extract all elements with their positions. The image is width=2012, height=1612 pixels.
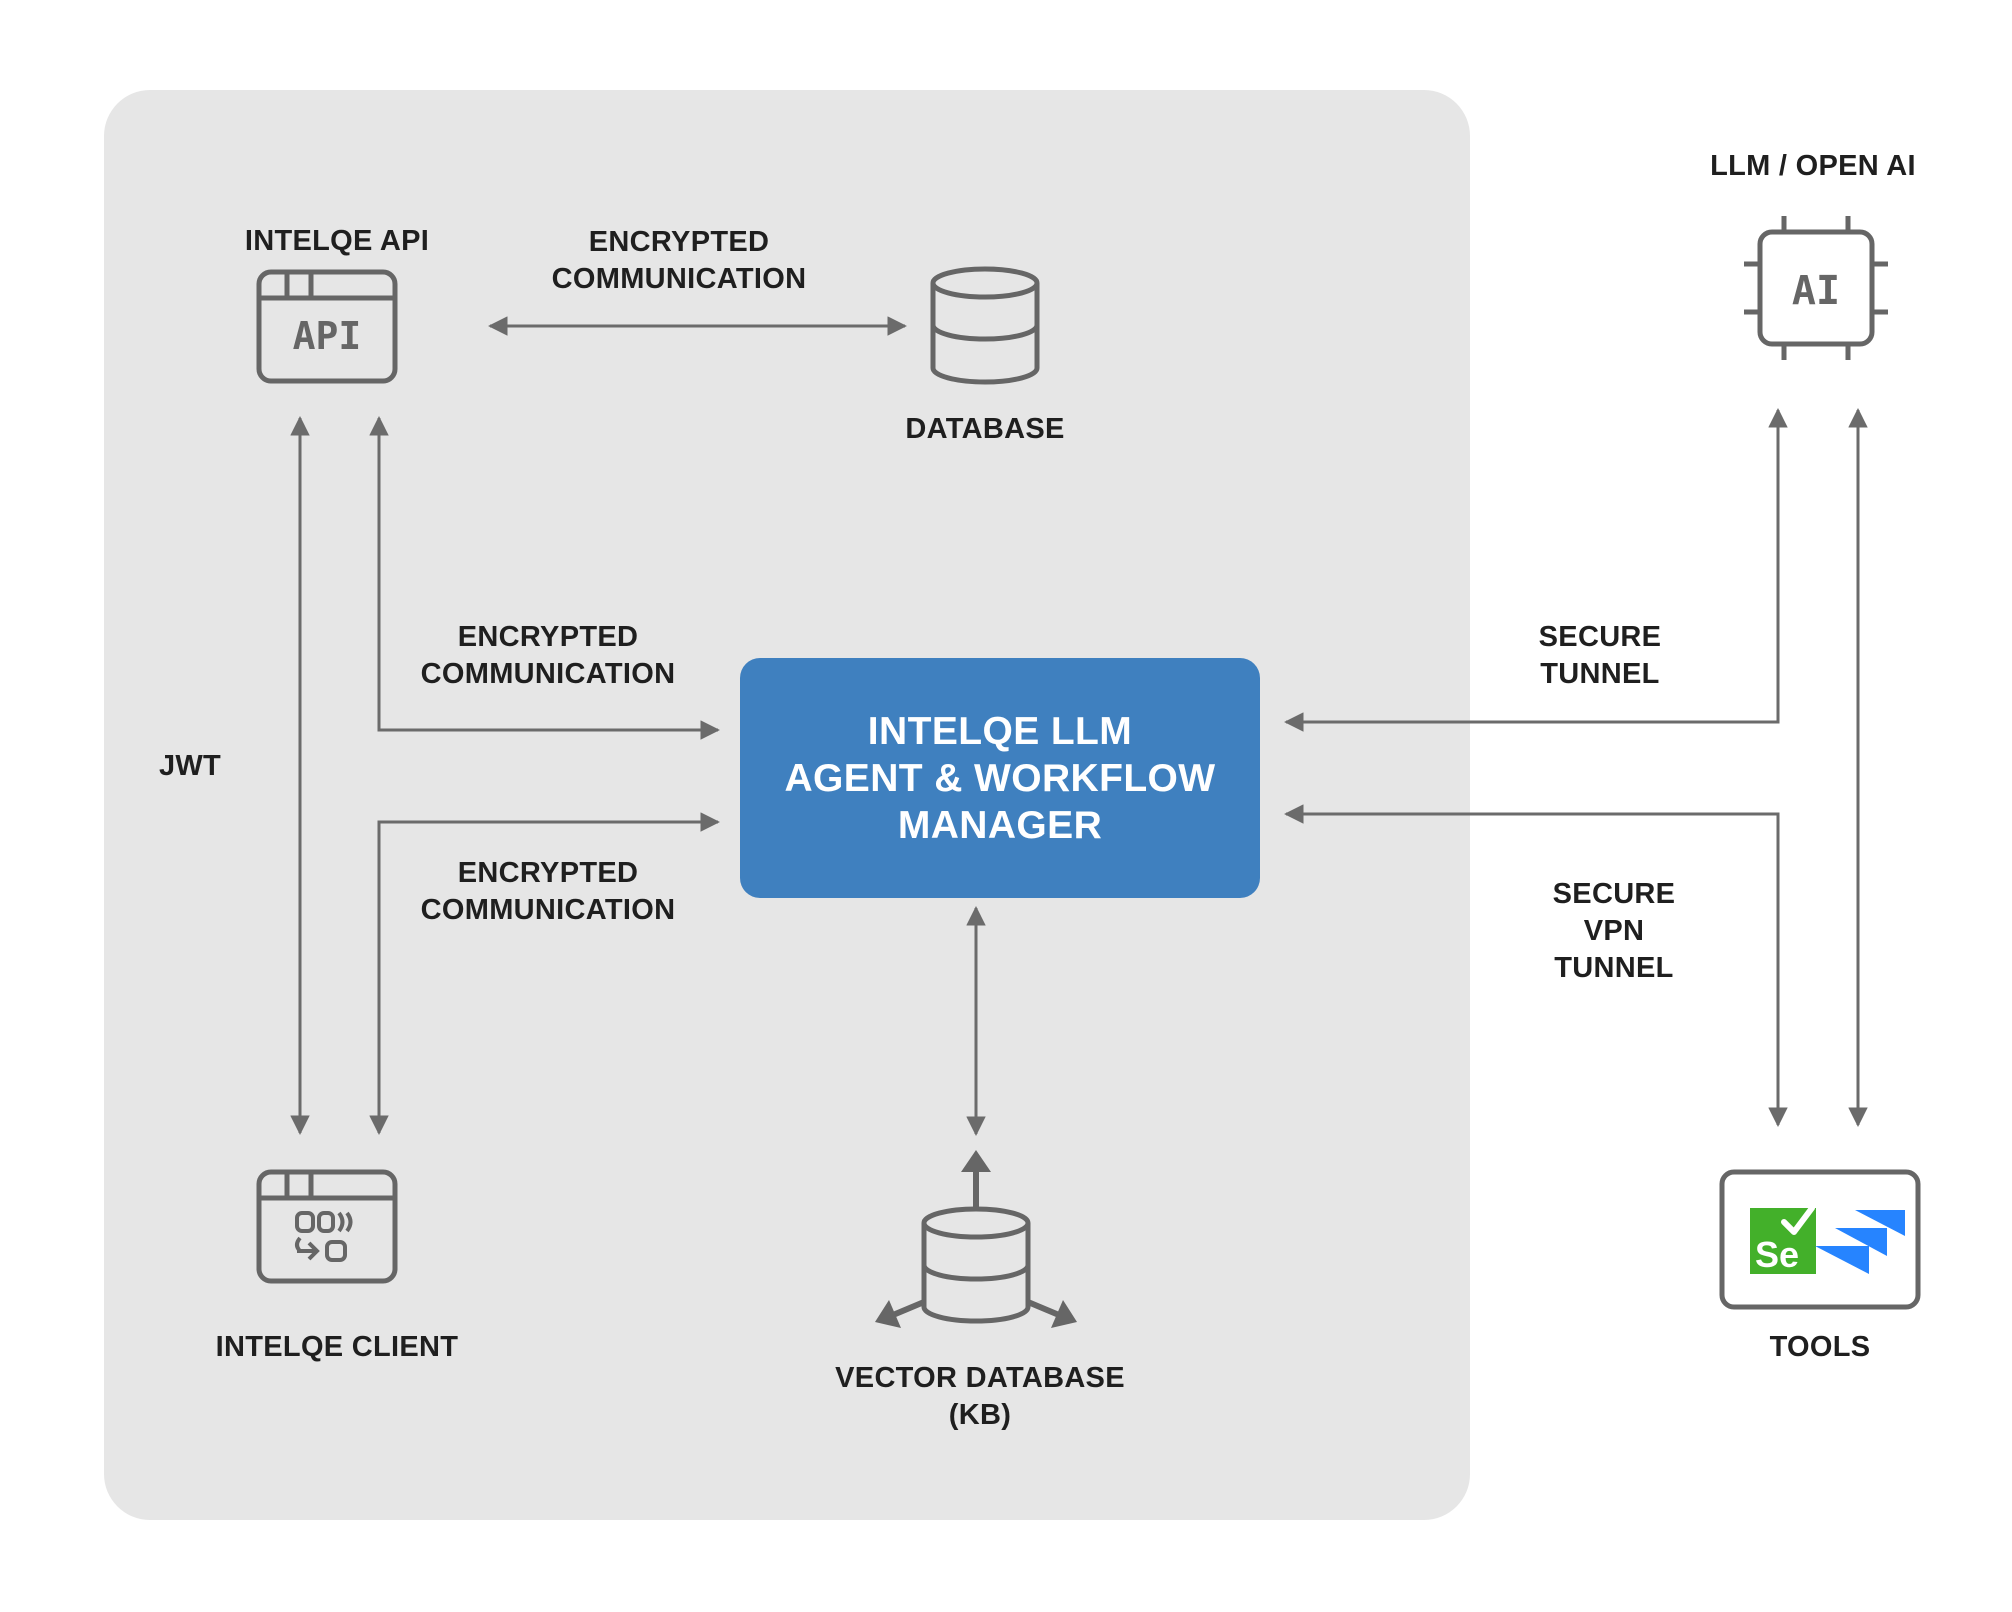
ai-glyph: AI (1792, 268, 1840, 314)
database-label: DATABASE (905, 413, 1065, 445)
encrypted-communication-low-label: ENCRYPTED COMMUNICATION (421, 855, 676, 929)
api-window-icon (256, 269, 398, 384)
label-line: SECURE (1552, 878, 1676, 910)
label-line: ENCRYPTED (588, 226, 770, 258)
encrypted-communication-mid-label: ENCRYPTED COMMUNICATION (421, 619, 676, 693)
tools-label: TOOLS (1769, 1331, 1871, 1363)
manager-title-line: AGENT & WORKFLOW (784, 756, 1216, 800)
api-manager-connector (369, 416, 720, 740)
api-label: INTELQE API (244, 225, 430, 257)
client-manager-connector (369, 812, 720, 1135)
jwt-label: JWT (158, 750, 222, 782)
vector-database-label: VECTOR DATABASE (KB) (835, 1360, 1125, 1434)
secure-tunnel-label: SECURE TUNNEL (1539, 619, 1662, 693)
encrypted-communication-top-label: ENCRYPTED COMMUNICATION (552, 224, 807, 298)
ai-chip-icon (1744, 216, 1888, 360)
secure-vpn-tunnel-label: SECURE VPN TUNNEL (1553, 876, 1676, 987)
database-icon (930, 266, 1040, 385)
llm-tunnel-connector (1284, 408, 1788, 732)
jira-icon (1815, 1210, 1905, 1274)
label-line: TUNNEL (1554, 952, 1674, 984)
label-line: ENCRYPTED (457, 857, 639, 889)
tools-icon: Se (1719, 1169, 1921, 1310)
client-window-icon (256, 1169, 398, 1284)
label-line: TUNNEL (1540, 658, 1660, 690)
vector-database-icon (891, 1168, 1061, 1324)
label-line: VECTOR DATABASE (835, 1362, 1125, 1394)
label-line: (KB) (948, 1399, 1012, 1431)
label-line: COMMUNICATION (420, 658, 676, 690)
api-glyph: API (293, 314, 362, 358)
label-line: SECURE (1538, 621, 1662, 653)
manager-title: INTELQE LLM AGENT & WORKFLOW MANAGER (784, 708, 1215, 849)
label-line: ENCRYPTED (457, 621, 639, 653)
tools-tunnel-connector (1284, 804, 1788, 1127)
label-line: VPN (1583, 915, 1645, 947)
llm-agent-workflow-manager: INTELQE LLM AGENT & WORKFLOW MANAGER (740, 658, 1260, 898)
manager-title-line: INTELQE LLM (867, 709, 1133, 753)
client-label: INTELQE CLIENT (215, 1331, 459, 1363)
label-line: COMMUNICATION (551, 263, 807, 295)
selenium-glyph: Se (1755, 1234, 1799, 1275)
manager-title-line: MANAGER (897, 803, 1103, 847)
label-line: COMMUNICATION (420, 894, 676, 926)
vector-database-arrowheads (875, 1150, 1077, 1328)
llm-label: LLM / OPEN AI (1710, 150, 1916, 182)
selenium-icon: Se (1750, 1205, 1816, 1275)
